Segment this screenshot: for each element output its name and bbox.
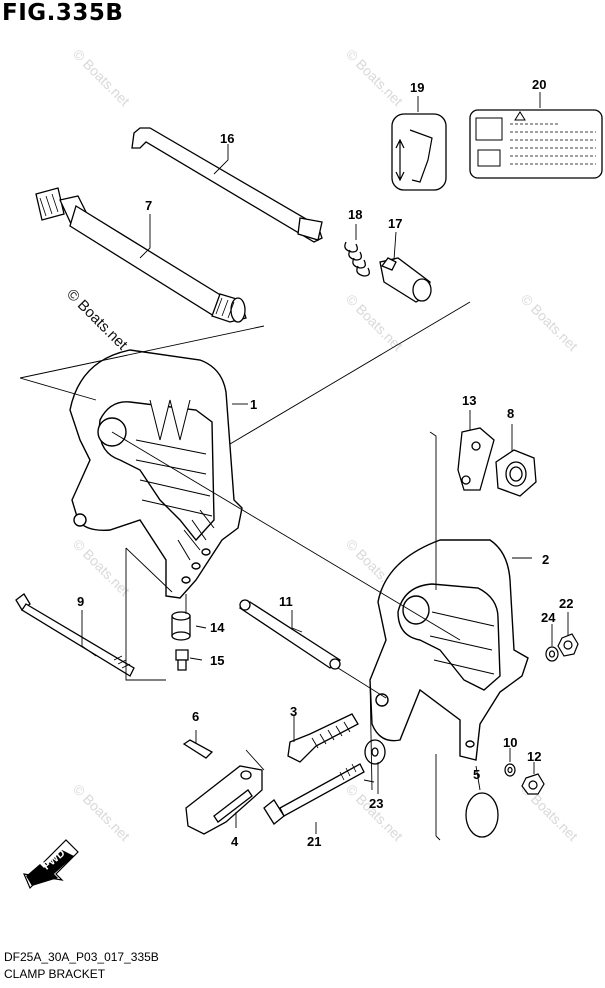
part-3-adjuster (287, 713, 359, 763)
watermark-prominent: © Boats.net (63, 286, 131, 354)
watermark: © Boats.net (343, 291, 406, 354)
part-18-spring (344, 241, 370, 277)
callout-23: 23 (369, 796, 383, 811)
part-6-pin (182, 739, 214, 759)
callout-12: 12 (527, 749, 541, 764)
diagram-code: DF25A_30A_P03_017_335B (4, 950, 159, 964)
part-22-nut (557, 633, 579, 657)
callout-18: 18 (348, 207, 362, 222)
part-11-shaft (238, 599, 342, 670)
part-24-washer (545, 646, 559, 662)
watermark: © Boats.net (518, 291, 581, 354)
callout-17: 17 (388, 216, 402, 231)
callout-labels: 1 2 3 4 5 6 7 8 9 10 11 12 13 14 15 16 1… (77, 77, 573, 849)
figure-title: FIG.335B (2, 0, 124, 26)
callout-22: 22 (559, 596, 573, 611)
part-21-bolt (263, 763, 365, 825)
callout-10: 10 (503, 735, 517, 750)
leader-lines (19, 92, 569, 841)
callout-5: 5 (473, 767, 480, 782)
fwd-arrow-icon: FWD (23, 839, 79, 890)
watermark: © Boats.net (343, 781, 406, 844)
callout-1: 1 (250, 397, 257, 412)
part-14-bushing (171, 611, 191, 641)
callout-13: 13 (462, 393, 476, 408)
callout-15: 15 (210, 653, 224, 668)
callout-8: 8 (507, 406, 514, 421)
part-10-washer (504, 763, 516, 777)
part-20-warning-label (469, 109, 603, 179)
part-13-plate (457, 427, 495, 491)
callout-9: 9 (77, 594, 84, 609)
part-7-shaft (35, 187, 247, 323)
diagram-name: CLAMP BRACKET (4, 967, 106, 981)
callout-21: 21 (307, 834, 321, 849)
part-17-plunger (379, 257, 432, 303)
callout-11: 11 (279, 594, 293, 609)
part-19-decal (391, 113, 447, 191)
callout-16: 16 (220, 131, 234, 146)
part-2-clamp-bracket (369, 539, 529, 761)
watermark: © Boats.net (70, 536, 133, 599)
part-15-screw (175, 649, 189, 671)
part-16-rod (131, 127, 323, 243)
callout-3: 3 (290, 704, 297, 719)
watermark: © Boats.net (343, 46, 406, 109)
callout-6: 6 (192, 709, 199, 724)
part-9-bolt (15, 593, 135, 677)
part-8-nut (495, 449, 537, 497)
callout-24: 24 (541, 610, 556, 625)
callout-20: 20 (532, 77, 546, 92)
callout-2: 2 (542, 552, 549, 567)
part-12-nut (521, 773, 545, 795)
callout-19: 19 (410, 80, 424, 95)
callout-7: 7 (145, 198, 152, 213)
watermark: © Boats.net (70, 781, 133, 844)
part-4-stay (185, 765, 263, 835)
part-1-clamp-bracket (69, 349, 243, 599)
callout-4: 4 (231, 834, 239, 849)
part-5-cap (465, 792, 499, 838)
callout-14: 14 (210, 620, 225, 635)
watermark: © Boats.net (70, 46, 133, 109)
part-23-washer (364, 739, 386, 765)
